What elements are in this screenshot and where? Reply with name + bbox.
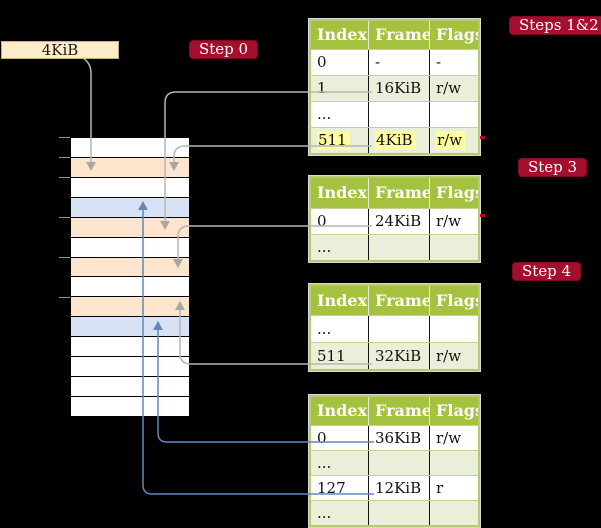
table-cell: 32KiB xyxy=(368,343,429,369)
table-cell: - xyxy=(368,50,429,75)
column-header-frame: Frame xyxy=(368,397,429,425)
table-cell xyxy=(429,316,478,342)
table-cell xyxy=(429,235,478,260)
table-cell xyxy=(429,451,478,475)
highlighted-value: 511 xyxy=(317,131,350,150)
table-cell: 24KiB xyxy=(368,209,429,234)
physical-memory-column xyxy=(70,137,190,417)
column-header-flags: Flags xyxy=(429,397,478,425)
memory-cell-white xyxy=(71,377,189,397)
table-header-row: IndexFrameFlags xyxy=(311,21,478,49)
column-header-index: Index xyxy=(317,291,368,310)
table-cell xyxy=(368,102,429,127)
table-cell: ... xyxy=(317,454,332,472)
column-header-frame: Frame xyxy=(368,178,429,208)
memory-cell-blue xyxy=(71,317,189,338)
memory-cell-peach xyxy=(71,257,189,278)
column-header-flags: Flags xyxy=(429,286,478,315)
column-header-flags: Flags xyxy=(429,21,478,49)
table-row: 0 -- xyxy=(311,49,478,75)
table-row: ... xyxy=(311,500,478,525)
memory-cell-peach xyxy=(71,157,189,178)
page-size-label: 4KiB xyxy=(41,41,79,59)
badge-steps-1-2: Steps 1&2 xyxy=(509,16,601,35)
memory-cell-white xyxy=(71,337,189,358)
column-header-index: Index xyxy=(317,401,368,420)
column-header-frame: Frame xyxy=(368,286,429,315)
table-row: ... xyxy=(311,450,478,475)
memory-cell-peach xyxy=(71,217,189,238)
table-cell: 12KiB xyxy=(368,476,429,500)
table-cell: 127 xyxy=(317,479,346,497)
table-cell: ... xyxy=(317,320,332,338)
memory-cell-white xyxy=(71,396,189,416)
memory-cell-white xyxy=(71,277,189,298)
table-cell: r/w xyxy=(429,76,478,101)
highlighted-value: r/w xyxy=(436,131,466,150)
table-cell: r/w xyxy=(429,209,478,234)
column-header-frame: Frame xyxy=(368,21,429,49)
table-header-row: IndexFrameFlags xyxy=(311,286,478,315)
table-cell: 4KiB xyxy=(368,128,429,153)
page-size-label-box: 4KiB xyxy=(1,41,119,59)
table-cell: 0 xyxy=(317,429,327,447)
table-cell: 16KiB xyxy=(368,76,429,101)
highlighted-value: 4KiB xyxy=(375,131,416,150)
badge-steps-1-2-label: Steps 1&2 xyxy=(519,16,599,34)
table-cell xyxy=(429,102,478,127)
table-cell xyxy=(368,501,429,525)
table-cell: r/w xyxy=(429,128,478,153)
table-cell: 511 xyxy=(311,128,368,153)
memory-cell-white xyxy=(71,138,189,158)
column-header-index: Index xyxy=(317,183,368,202)
column-header-flags: Flags xyxy=(429,178,478,208)
table-header-row: IndexFrameFlags xyxy=(311,397,478,425)
badge-step0: Step 0 xyxy=(189,40,259,59)
memory-cell-white xyxy=(71,237,189,258)
table-cell xyxy=(368,451,429,475)
table-row: ... xyxy=(311,315,478,342)
memory-cell-blue xyxy=(71,197,189,218)
badge-step0-label: Step 0 xyxy=(199,40,249,58)
badge-step3: Step 3 xyxy=(518,158,588,177)
badge-step3-label: Step 3 xyxy=(528,158,578,176)
table-cell xyxy=(429,501,478,525)
table-cell: r/w xyxy=(429,343,478,369)
table-row: 511 4KiB r/w xyxy=(311,127,478,153)
badge-step4-label: Step 4 xyxy=(522,262,572,280)
table-header-row: IndexFrameFlags xyxy=(311,178,478,208)
table-cell: 511 xyxy=(317,347,346,365)
table-cell: 1 xyxy=(317,79,327,97)
table-row: ... xyxy=(311,101,478,127)
table-cell: 0 xyxy=(317,212,327,230)
memory-cell-peach xyxy=(71,297,189,318)
memory-cell-white xyxy=(71,357,189,378)
table-cell xyxy=(368,316,429,342)
page-table-level-3: IndexFrameFlags 0 24KiBr/w... xyxy=(309,176,480,262)
table-cell: r/w xyxy=(429,426,478,450)
table-cell: ... xyxy=(317,504,332,522)
table-cell: - xyxy=(429,50,478,75)
red-stub-table2 xyxy=(480,214,485,217)
column-header-index: Index xyxy=(317,25,368,44)
table-cell: ... xyxy=(317,105,332,123)
table-row: ... xyxy=(311,234,478,260)
memory-cell-white xyxy=(71,177,189,198)
table-cell: 0 xyxy=(317,53,327,71)
table-cell: r xyxy=(429,476,478,500)
table-cell xyxy=(368,235,429,260)
table-cell: ... xyxy=(317,238,332,256)
badge-step4: Step 4 xyxy=(512,262,582,281)
table-cell: 36KiB xyxy=(368,426,429,450)
red-stub-table1 xyxy=(480,136,485,139)
